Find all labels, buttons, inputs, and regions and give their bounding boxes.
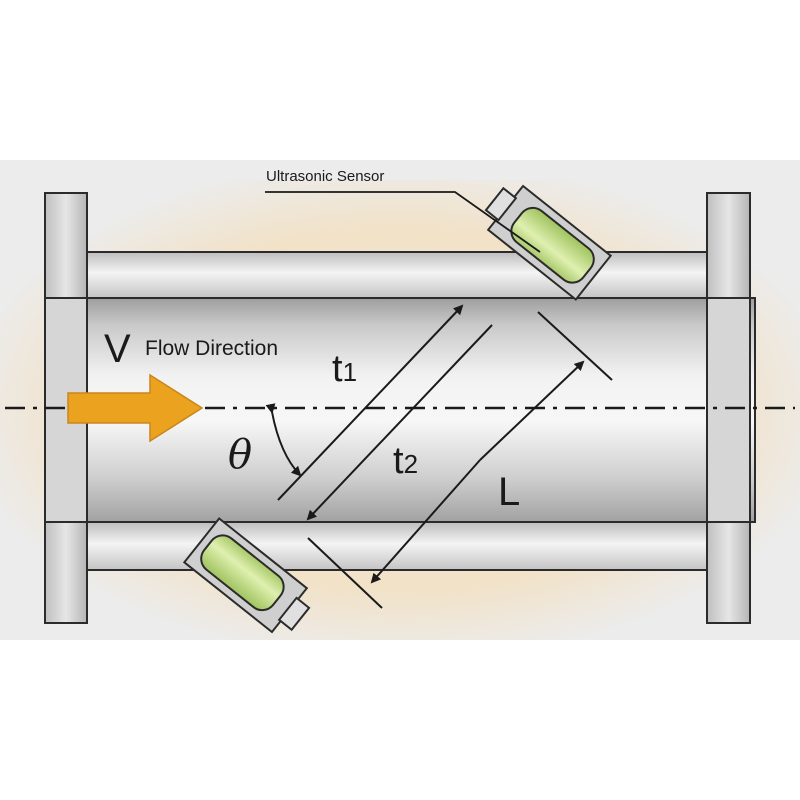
t1-label-sub: 1: [343, 357, 357, 387]
transducer-icon: [484, 184, 613, 301]
t2-label-sub: 2: [404, 449, 418, 479]
angle-label: θ: [228, 432, 252, 478]
t1-path-arrow: [277, 304, 464, 501]
angle-arc: [265, 403, 302, 477]
sensor-label: Ultrasonic Sensor: [266, 168, 384, 185]
velocity-label: V: [104, 327, 131, 371]
sensor-leader-line: [265, 191, 541, 253]
right-flange-inner: [706, 297, 751, 523]
flow-direction-label: Flow Direction: [145, 337, 278, 360]
t2-label: t2: [393, 440, 418, 482]
t2-path-arrow: [306, 324, 493, 521]
l-dimension-line: [307, 537, 383, 609]
pipe-top-wall: [84, 251, 716, 299]
transducer-icon: [182, 517, 311, 634]
l-dimension-arrow: [479, 360, 585, 461]
length-label: L: [498, 470, 520, 514]
t2-label-main: t: [393, 440, 404, 482]
t1-label-main: t: [332, 348, 343, 390]
l-dimension-arrow: [370, 459, 481, 584]
l-dimension-line: [537, 311, 613, 381]
right-arrow-icon: [67, 373, 204, 443]
pipe-bottom-wall: [84, 521, 716, 571]
t1-label: t1: [332, 348, 357, 390]
